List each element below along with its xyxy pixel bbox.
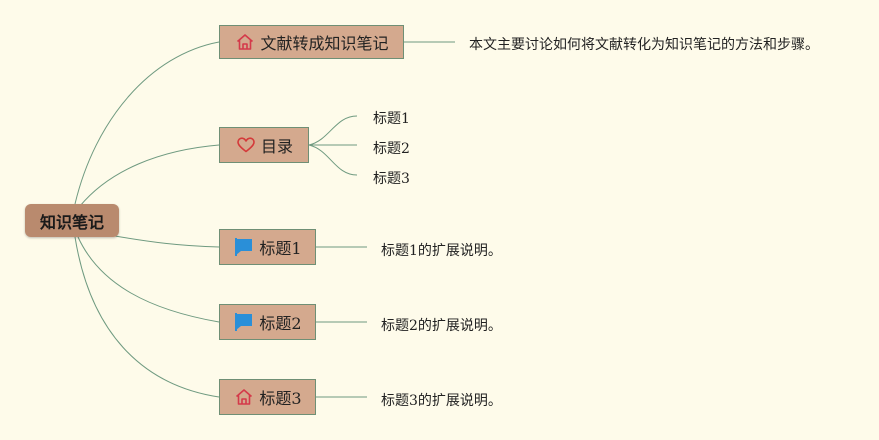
branch-topic-3-label: 标题1 (259, 239, 302, 258)
connector-root-branch-5 (74, 236, 220, 398)
branch-topic-5-label: 标题3 (259, 389, 302, 408)
connector-root-branch-4 (77, 236, 220, 323)
branch-topic-4[interactable]: 标题2 (219, 304, 316, 340)
heart-icon (235, 134, 257, 156)
root-topic-label: 知识笔记 (39, 212, 104, 232)
branch-topic-5[interactable]: 标题3 (219, 379, 316, 415)
branch-3-note: 标题1的扩展说明。 (381, 243, 502, 259)
toc-item-1[interactable]: 标题1 (373, 111, 410, 127)
branch-topic-1-label: 文献转成知识笔记 (260, 34, 389, 53)
branch-topic-4-label: 标题2 (259, 314, 302, 333)
branch-topic-2-label: 目录 (260, 137, 293, 156)
connector-toc-item-3 (308, 144, 358, 176)
connector-root-branch-3 (114, 235, 220, 248)
toc-item-3[interactable]: 标题3 (373, 171, 410, 187)
branch-4-note: 标题2的扩展说明。 (381, 318, 502, 334)
connector-root-branch-1 (74, 41, 220, 205)
toc-item-2[interactable]: 标题2 (373, 141, 410, 157)
branch-1-note: 本文主要讨论如何将文献转化为知识笔记的方法和步骤。 (469, 37, 819, 53)
connector-root-branch-2 (79, 144, 220, 207)
branch-topic-2[interactable]: 目录 (219, 127, 309, 163)
home-icon (234, 31, 256, 53)
home-icon (233, 386, 255, 408)
flag-icon (233, 311, 255, 333)
branch-topic-1[interactable]: 文献转成知识笔记 (219, 25, 404, 59)
branch-topic-3[interactable]: 标题1 (219, 229, 316, 265)
connector-toc-item-1 (308, 115, 358, 146)
root-topic[interactable]: 知识笔记 (25, 204, 119, 237)
branch-5-note: 标题3的扩展说明。 (381, 393, 502, 409)
flag-icon (233, 236, 255, 258)
